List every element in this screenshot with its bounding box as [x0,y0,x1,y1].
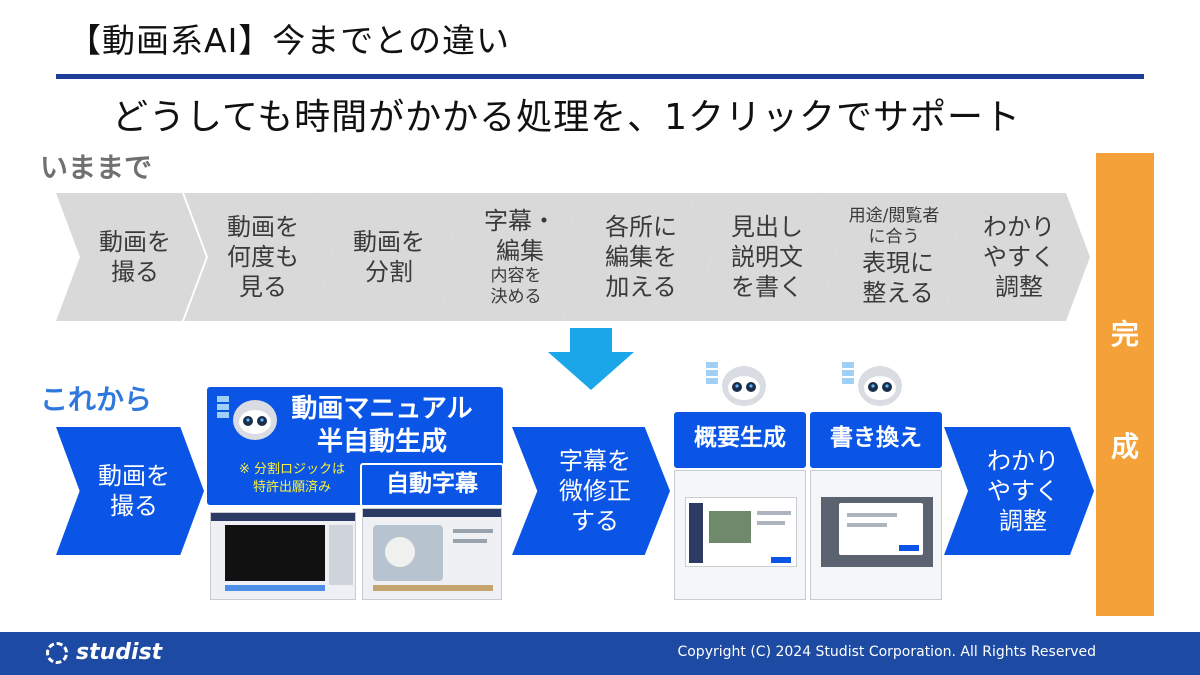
complete-bar: 完 成 [1096,153,1154,616]
video-editor-screenshot [210,512,356,600]
before-step-3-text: 動画を 分割 [353,228,425,286]
rewrite-box: 書き換え [810,412,942,468]
logo-text: studist [76,640,163,665]
ai-robot-icon [842,362,902,406]
before-step-3: 動画を 分割 [310,193,460,321]
before-step-6: 見出し 説明文 を書く [688,193,838,321]
logo-ring-icon [46,641,68,664]
section-label-before: いままで [40,151,153,184]
ai-robot-icon [217,396,277,440]
footer: studist Copyright (C) 2024 Studist Corpo… [0,632,1200,675]
summary-screenshot [674,470,806,600]
before-step-5: 各所に 編集を 加える [562,193,712,321]
before-step-4-text: 字幕・ 編集 [484,206,556,265]
before-step-2-text: 動画を 何度も 見る [227,213,299,301]
arrow-down-icon [548,328,634,390]
complete-char-1: 完 [1110,318,1139,351]
before-step-5-text: 各所に 編集を 加える [605,213,677,301]
before-step-8: わかり やすく 調整 [940,193,1090,321]
after-step-shoot-text: 動画を 撮る [98,462,170,520]
after-step-fix-text: 字幕を 微修正 する [559,447,631,535]
rewrite-title: 書き換え [830,425,922,451]
copyright-text: Copyright (C) 2024 Studist Corporation. … [677,644,1096,660]
before-step-6-text: 見出し 説明文 を書く [731,213,803,301]
before-step-1-text: 動画を 撮る [99,228,171,286]
before-step-1: 動画を 撮る [56,193,206,321]
ai-robot-icon [706,362,766,406]
before-step-7: 用途/閲覧者 に合う 表現に 整える [814,193,964,321]
before-step-7-text: 表現に 整える [862,249,934,308]
title-divider [56,74,1144,79]
manual-generation-title: 動画マニュアル 半自動生成 [291,394,473,457]
section-label-after: これから [40,383,153,416]
before-step-4: 字幕・ 編集 内容を 決める [436,193,586,321]
complete-char-2: 成 [1110,430,1139,463]
before-step-8-text: わかり やすく 調整 [983,213,1055,301]
before-step-4-sub: 内容を 決める [490,265,542,307]
before-step-7-sub: 用途/閲覧者 に合う [848,205,940,247]
studist-logo: studist [46,640,162,665]
after-step-shoot: 動画を 撮る [56,427,204,555]
after-step-adjust-text: わかり やすく 調整 [987,447,1059,535]
summary-generation-box: 概要生成 [674,412,806,468]
rewrite-screenshot [810,470,942,600]
after-step-adjust: わかり やすく 調整 [944,427,1094,555]
page-subtitle: どうしても時間がかかる処理を、1クリックでサポート [112,97,1022,138]
summary-generation-title: 概要生成 [694,425,786,451]
auto-subtitle-box: 自動字幕 [360,463,504,507]
page-title: 【動画系AI】今までとの違い [68,21,510,60]
patent-note: ※ 分割ロジックは 特許出願済み [238,462,346,495]
after-step-fix-subtitles: 字幕を 微修正 する [512,427,670,555]
before-step-2: 動画を 何度も 見る [184,193,334,321]
auto-subtitle-title: 自動字幕 [386,471,478,497]
subtitle-editor-screenshot [362,508,502,600]
